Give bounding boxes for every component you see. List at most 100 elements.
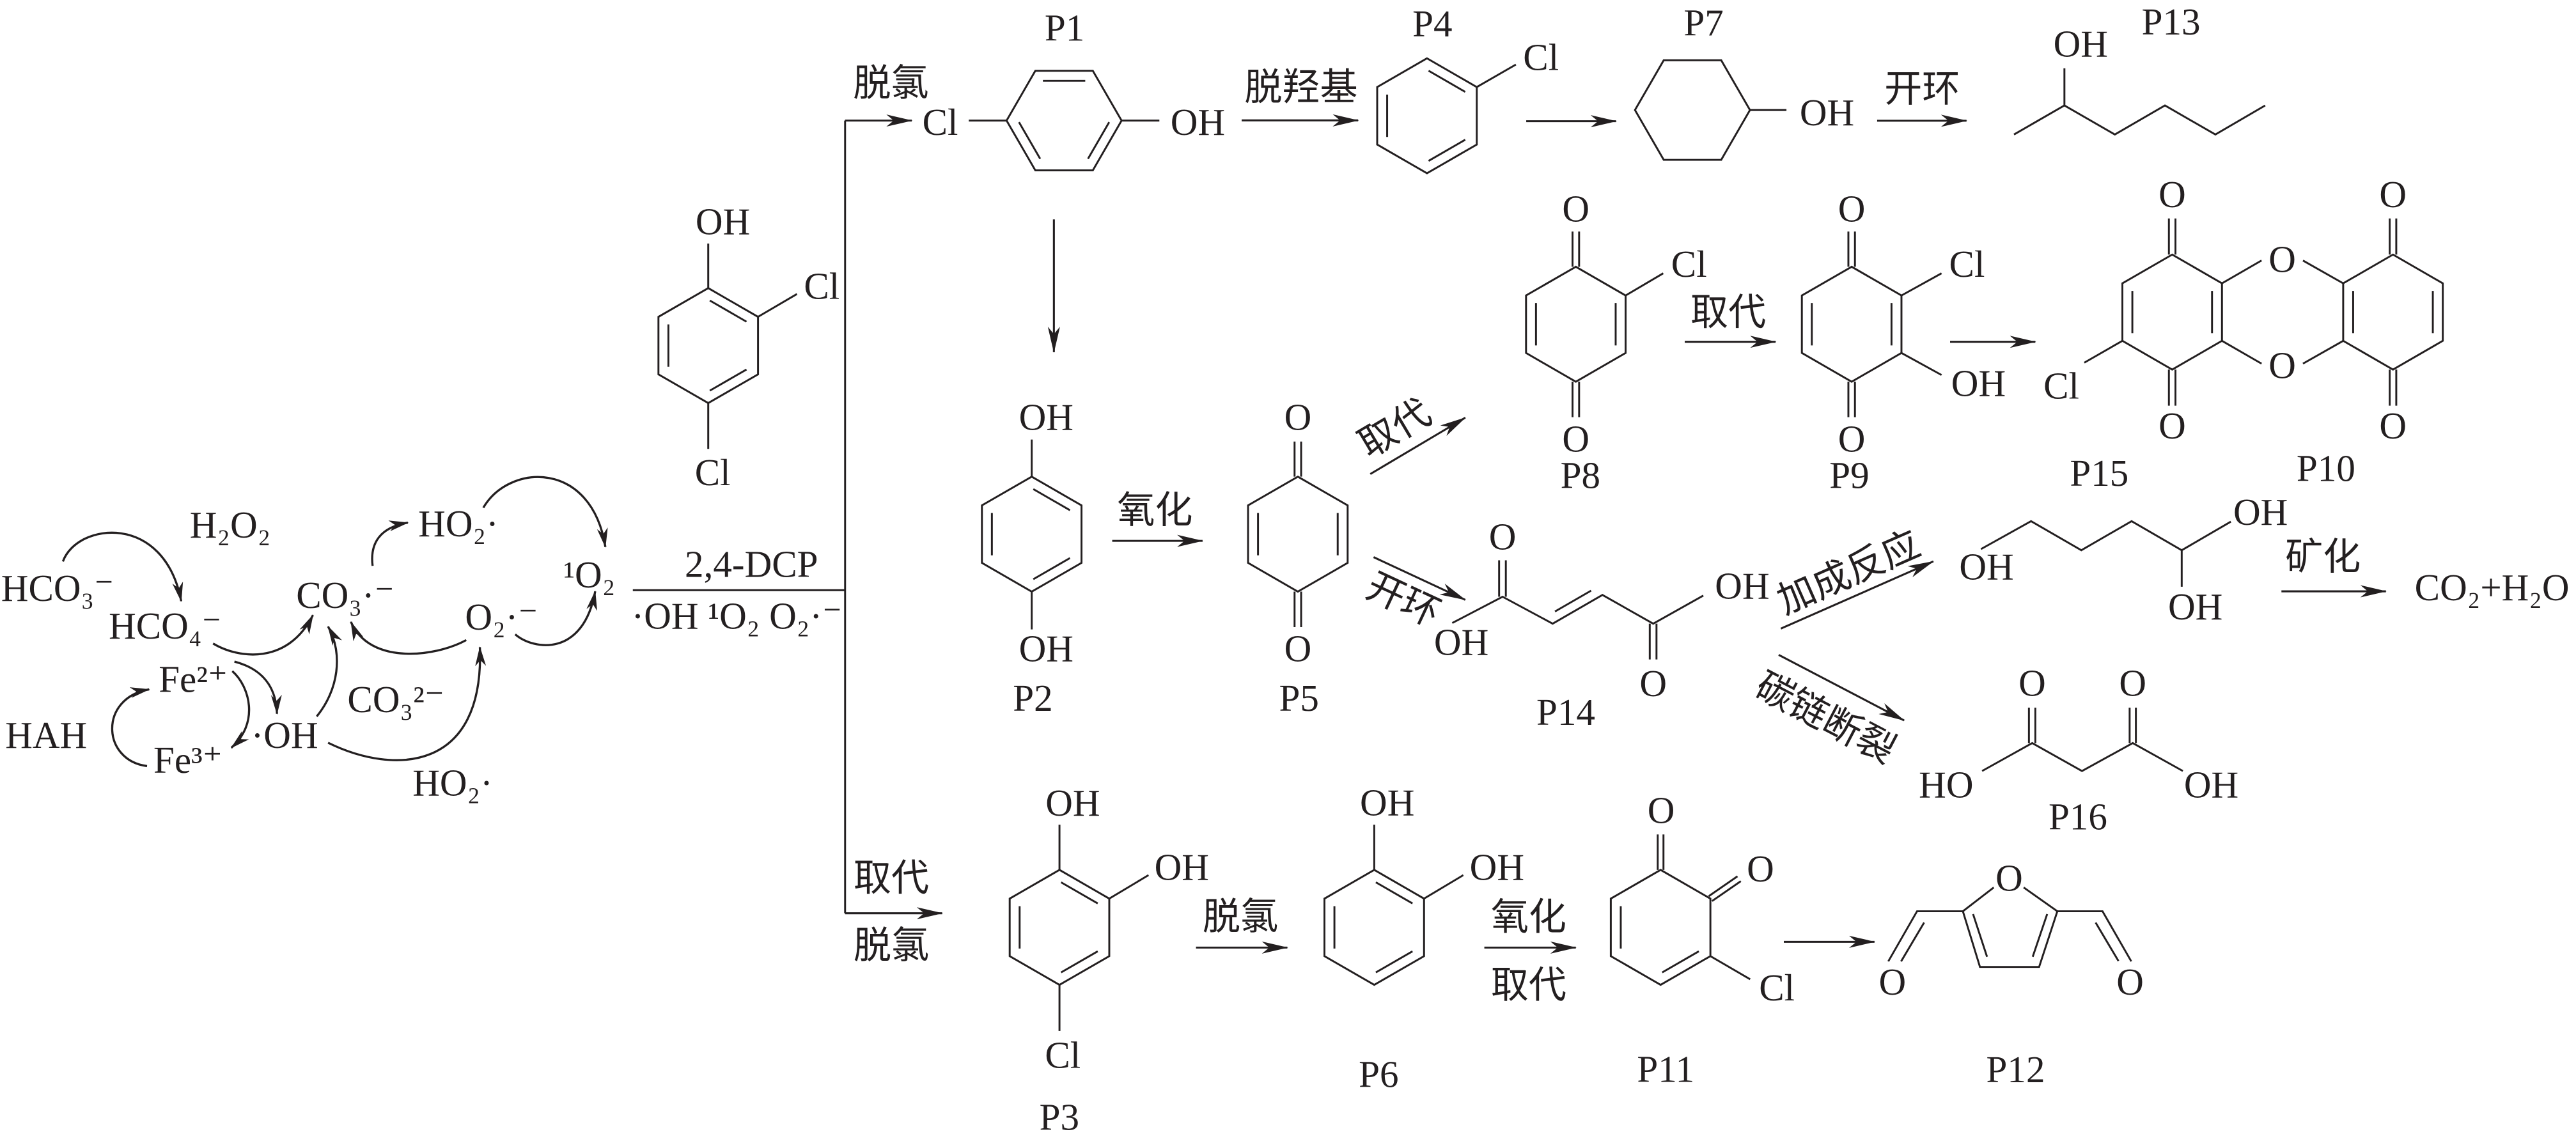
- atom-label-oxygen-left: O: [1878, 961, 1906, 1003]
- compound-label-p6: P6: [1359, 1053, 1398, 1095]
- atom-label-chlorine-ortho: Cl: [804, 265, 839, 307]
- compound-p7: OH P7: [1634, 2, 1854, 161]
- radical-generation-cycle: HCO₃⁻ H₂O₂ HCO₄⁻ CO₃·⁻ HO₂· ¹O₂ O₂·⁻ Fe²…: [1, 476, 615, 804]
- curved-arrow-ferric-to-ferrous: [111, 687, 150, 768]
- step-label-substitution: 取代: [1690, 291, 1766, 333]
- quinone-ring: [1800, 265, 1903, 383]
- carbonyl-double-bonds: [2389, 218, 2398, 406]
- atom-label-hydroxyl-right: OH: [1715, 565, 1769, 607]
- compound-p11: O O Cl P11: [1609, 789, 1795, 1091]
- carbonyl-double-bonds: [1847, 231, 1856, 417]
- ring-double-bonds: [1333, 881, 1413, 974]
- atom-label-hydroxyl-bottom: OH: [2168, 586, 2222, 628]
- carbon-chain: [1451, 593, 1704, 625]
- atom-label-hydroxyl: OH: [696, 201, 750, 243]
- compound-p4: Cl P4: [1376, 3, 1559, 175]
- substituent-bonds: [1710, 955, 1751, 981]
- atom-label-oxygen-right: O: [2119, 662, 2146, 704]
- curved-arrow-hydroxyl-to-superoxide: [327, 646, 487, 761]
- atom-label-bridge-oxygen-bottom: O: [2268, 344, 2296, 386]
- step-label-ring-opening-top: 开环: [1884, 68, 1960, 110]
- compound-label-p10: P10: [2297, 447, 2355, 489]
- atom-label-oxygen-top: O: [1284, 396, 1312, 439]
- compound-p1: Cl OH P1: [923, 6, 1225, 171]
- quinone-ring: [1247, 475, 1349, 593]
- species-ferrous-ion: Fe²⁺: [159, 658, 228, 700]
- atom-label-hydroxyl-right: OH: [1470, 846, 1524, 889]
- pathway-branches: 脱氯 取代 脱氯: [844, 62, 943, 967]
- arrow-p5-to-p14: [1373, 556, 1466, 601]
- compound-label-p9: P9: [1829, 454, 1869, 497]
- curved-arrow-hydroperoxyl-to-singlet-oxygen: [482, 476, 608, 548]
- atom-label-chlorine-para: Cl: [695, 451, 731, 493]
- carbon-chain: [1981, 742, 2183, 772]
- species-hydrogen-peroxide: H₂O₂: [190, 504, 271, 546]
- atom-label-hydroxyl-top: OH: [1360, 781, 1414, 823]
- carbon-chain: [2013, 68, 2266, 136]
- ring-double-bonds: [1811, 303, 1893, 346]
- compound-p15-p10: O O Cl O O O O P15 P10: [2043, 173, 2444, 494]
- ring-double-bonds: [990, 488, 1071, 580]
- atom-label-oxygen-top-right: O: [2379, 173, 2407, 215]
- substituent-bonds: [1373, 825, 1464, 900]
- compound-label-p15: P15: [2070, 452, 2128, 494]
- atom-label-chlorine: Cl: [1045, 1034, 1081, 1076]
- carbon-chain: [1980, 520, 2231, 587]
- benzene-ring: [657, 286, 760, 405]
- branch-label-substitution: 取代: [854, 857, 929, 899]
- atom-label-chlorine: Cl: [1523, 36, 1559, 78]
- carbonyl-double-bonds: [1657, 834, 1742, 902]
- atom-label-oxygen-top: O: [1562, 187, 1589, 229]
- atom-label-chlorine: Cl: [1759, 967, 1795, 1009]
- compound-p12: O O O P12: [1878, 857, 2143, 1090]
- step-label-dehydroxylation: 脱羟基: [1244, 66, 1357, 108]
- ring-double-bonds: [2131, 291, 2213, 334]
- benzene-ring: [1376, 57, 1478, 175]
- compound-p3: OH OH Cl P3: [1008, 782, 1209, 1134]
- compound-p14: O OH O OH P14: [1434, 516, 1770, 733]
- compound-p9: O Cl OH O P9: [1800, 187, 2006, 497]
- curved-arrow-bicarbonate-to-peroxymonocarbonate: [61, 531, 183, 602]
- step-label-dechlorination: 脱氯: [1203, 896, 1278, 938]
- ring-bonds: [2121, 253, 2223, 371]
- carbonyl-double-bonds: [1293, 441, 1302, 628]
- atom-label-hydroxyl-bottom: OH: [1019, 627, 1073, 669]
- compound-p2: OH OH P2: [981, 396, 1083, 719]
- ring-double-bonds: [1019, 881, 1098, 974]
- compound-2-4-dcp: OH Cl Cl: [657, 201, 839, 493]
- species-peroxymonocarbonate: HCO₄⁻: [109, 605, 222, 647]
- atom-label-hydroxyl-left: OH: [1959, 545, 2013, 587]
- atom-label-oxygen-top: O: [1648, 789, 1675, 831]
- curved-arrow-carbonate-radical-to-hydroperoxyl: [371, 520, 409, 566]
- ring-double-bonds: [1257, 513, 1339, 555]
- arrow-p14-to-p16: [1778, 654, 1905, 722]
- cyclohexane-ring: [1634, 59, 1751, 161]
- atom-label-hydroxyl-left: HO: [1919, 763, 1973, 805]
- benzene-ring: [981, 475, 1083, 593]
- species-ferric-ion: Fe³⁺: [153, 739, 222, 781]
- atom-label-oxygen-bottom: O: [1284, 627, 1312, 669]
- curved-arrow-ferrous-to-ferric: [230, 670, 251, 749]
- quinone-ring-left: O O Cl: [2043, 173, 2223, 447]
- ring-double-bonds: [1620, 906, 1699, 974]
- atom-label-hydroxyl: OH: [1951, 362, 2006, 404]
- compound-label-p11: P11: [1637, 1048, 1694, 1091]
- alkene-double-bond: [1554, 589, 1592, 612]
- dioxin-bridge-bonds: [2221, 260, 2344, 365]
- atom-label-hydroxyl-top-right: OH: [2233, 491, 2288, 533]
- atom-label-oxygen-bottom: O: [1562, 417, 1589, 460]
- compound-label-p2: P2: [1013, 677, 1052, 719]
- atom-label-chlorine: Cl: [923, 101, 958, 143]
- ring-bonds: [2342, 253, 2444, 371]
- carbonyl-double-bonds: [2027, 707, 2137, 743]
- branch-label-dechlorination-top: 脱氯: [853, 62, 928, 104]
- step-label-oxidation-bottom: 氧化: [1491, 896, 1566, 938]
- compound-label-p3: P3: [1040, 1096, 1079, 1134]
- ring-double-bonds: [1972, 913, 2049, 958]
- curved-arrow-peroxymonocarbonate-to-carbonate-radical: [212, 614, 314, 656]
- atom-label-hydroxyl: OH: [2054, 22, 2108, 65]
- compound-label-p14: P14: [1536, 691, 1595, 733]
- main-reaction-condition: 2,4-DCP ·OH ¹O₂ O₂·⁻: [632, 543, 845, 637]
- furan-ring: [1962, 887, 2059, 968]
